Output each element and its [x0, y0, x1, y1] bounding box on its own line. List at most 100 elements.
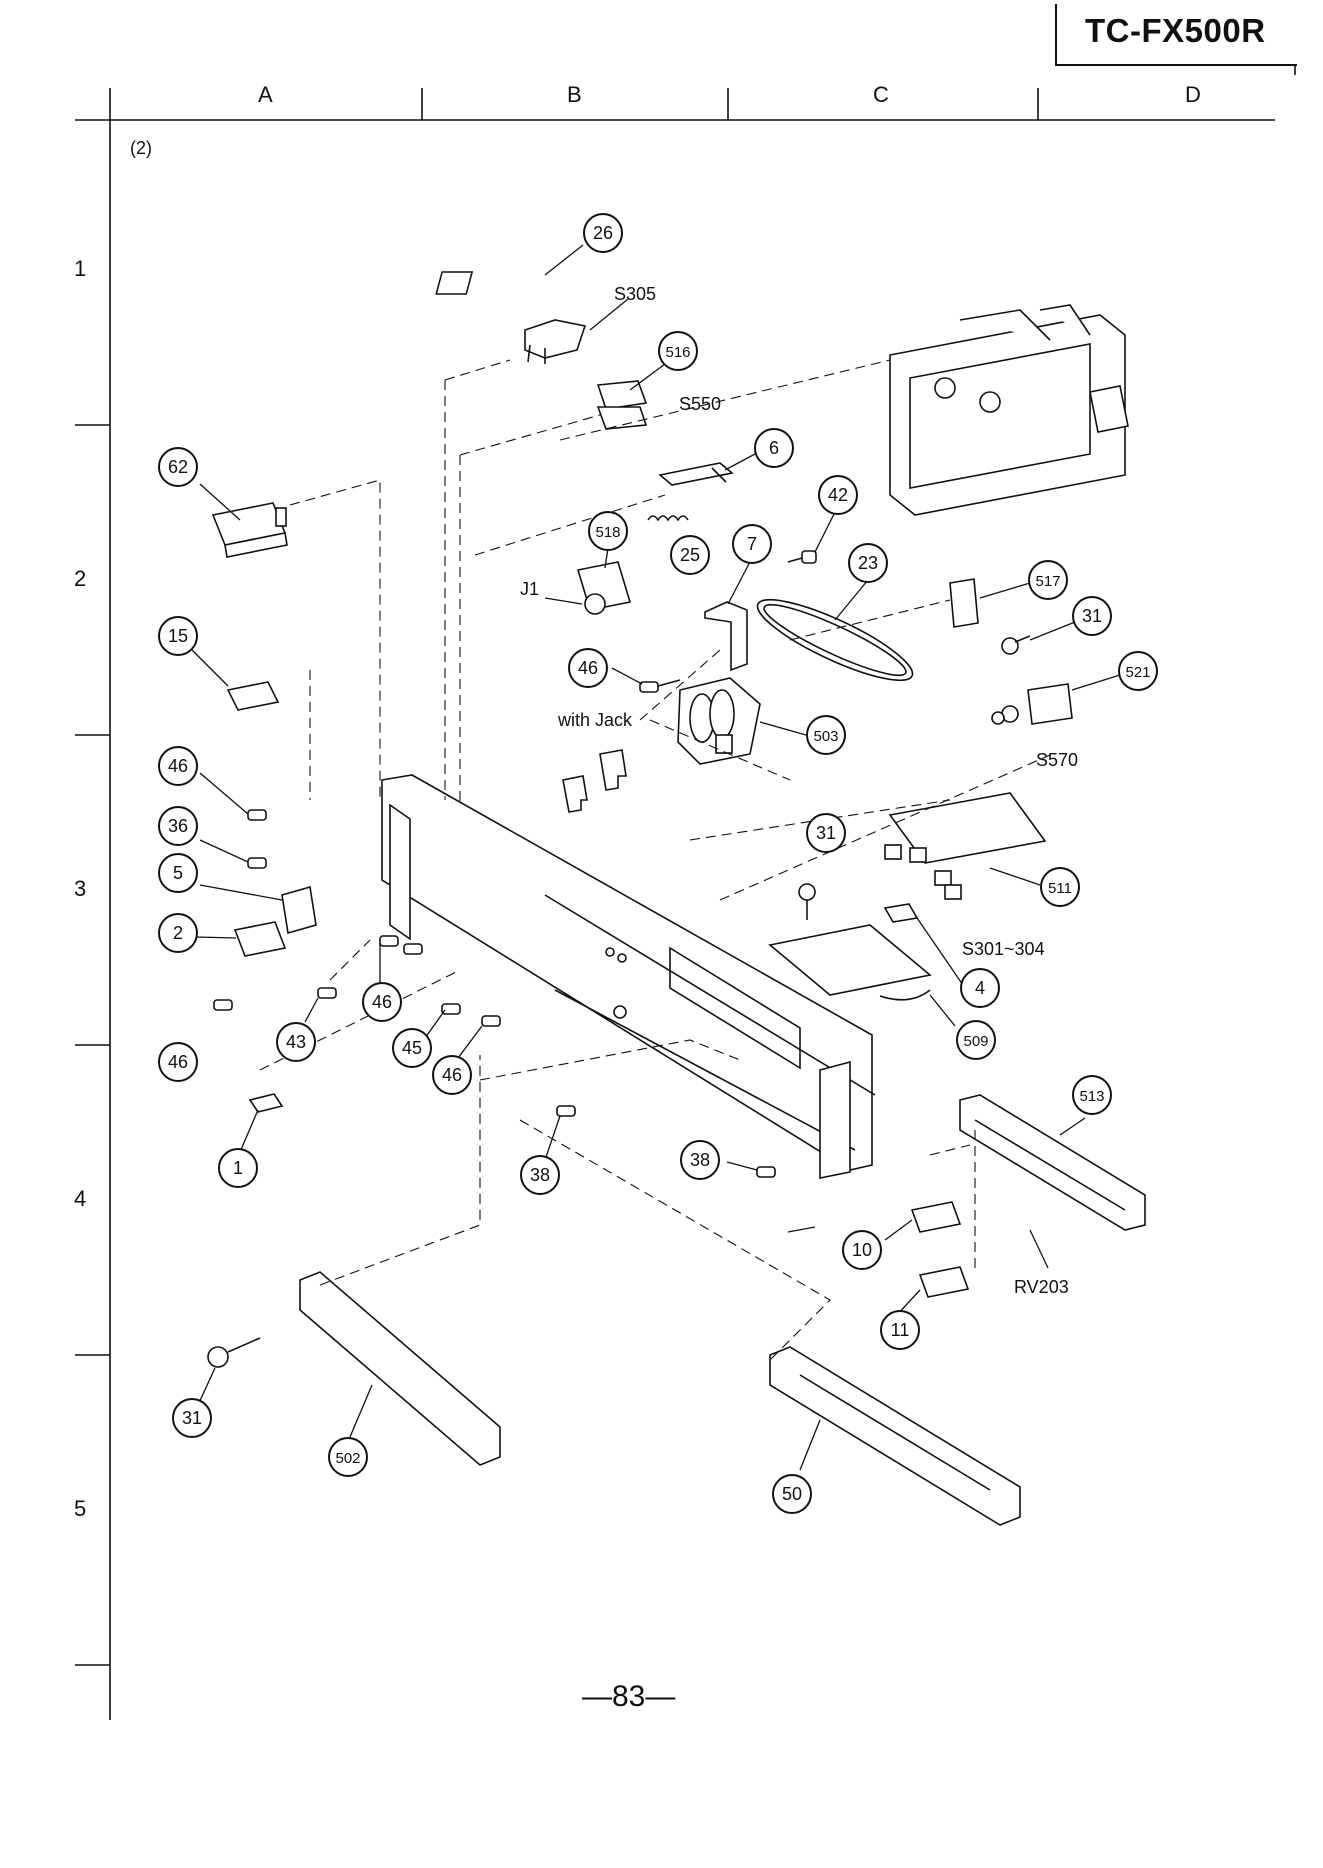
cassette-mechanism — [890, 305, 1128, 515]
lever-6 — [660, 463, 732, 485]
callout-number: 6 — [769, 438, 779, 458]
callout-c25: 25 — [671, 536, 709, 574]
callout-c46a: 46 — [159, 747, 197, 785]
knob-11 — [920, 1267, 968, 1297]
callout-number: 518 — [595, 524, 620, 541]
callout-c46b: 46 — [569, 649, 607, 687]
callout-number: 42 — [828, 485, 848, 505]
callout-number: 46 — [168, 756, 188, 776]
callout-number: 503 — [813, 728, 838, 745]
label-j1: J1 — [520, 579, 539, 599]
callout-number: 511 — [1048, 880, 1072, 897]
callout-number: 516 — [665, 344, 690, 361]
callout-number: 11 — [891, 1320, 910, 1340]
callout-c46d: 46 — [159, 1043, 197, 1081]
jack-j1 — [578, 562, 630, 614]
callout-number: 15 — [168, 626, 188, 646]
callout-c516: 516 — [659, 332, 697, 370]
callout-number: 4 — [975, 978, 985, 998]
front-chassis — [382, 775, 875, 1178]
switch-s550 — [598, 381, 646, 429]
screw-31-mid — [799, 884, 815, 920]
switch-s570 — [992, 684, 1072, 724]
label-s305: S305 — [614, 284, 656, 304]
bracket-7 — [705, 602, 747, 670]
callout-c11: 11 — [881, 1311, 919, 1349]
callout-c31b: 31 — [807, 814, 845, 852]
callout-number: 517 — [1035, 573, 1060, 590]
panel-502 — [300, 1272, 500, 1465]
callout-number: 38 — [530, 1165, 550, 1185]
callout-number: 50 — [782, 1484, 802, 1504]
callout-c509: 509 — [957, 1021, 995, 1059]
callout-number: 45 — [402, 1038, 422, 1058]
label-s570: S570 — [1036, 750, 1078, 770]
part-drawings — [208, 272, 1145, 1525]
callout-c503: 503 — [807, 716, 845, 754]
callout-c38a: 38 — [521, 1156, 559, 1194]
callout-c62: 62 — [159, 448, 197, 486]
pcb-509 — [770, 925, 930, 1000]
plate-517 — [950, 579, 978, 627]
callout-number: 521 — [1125, 664, 1150, 681]
label-s301: S301~304 — [962, 939, 1045, 959]
callout-number: 26 — [593, 223, 613, 243]
screw-42 — [788, 551, 816, 563]
callout-c511: 511 — [1041, 868, 1079, 906]
callout-c10: 10 — [843, 1231, 881, 1269]
label-s550: S550 — [679, 394, 721, 414]
callout-c4: 4 — [961, 969, 999, 1007]
callout-c517: 517 — [1029, 561, 1067, 599]
callout-number: 43 — [286, 1032, 306, 1052]
callout-c36: 36 — [159, 807, 197, 845]
switch-board-511 — [885, 793, 1045, 899]
switch-button-4 — [885, 904, 917, 922]
part-1 — [250, 1094, 282, 1112]
callout-c38b: 38 — [681, 1141, 719, 1179]
callout-number: 46 — [442, 1065, 462, 1085]
switch-s305 — [436, 272, 585, 364]
callout-number: 10 — [852, 1240, 872, 1260]
callout-c2: 2 — [159, 914, 197, 952]
callout-c46c: 46 — [363, 983, 401, 1021]
callout-number: 31 — [182, 1408, 202, 1428]
callout-c502: 502 — [329, 1438, 367, 1476]
callout-number: 2 — [173, 923, 183, 943]
callout-c31a: 31 — [1073, 597, 1111, 635]
callout-c513: 513 — [1073, 1076, 1111, 1114]
knob-62 — [213, 503, 287, 557]
label-rv203: RV203 — [1014, 1277, 1069, 1297]
callout-number: 513 — [1079, 1088, 1104, 1105]
button-2 — [235, 922, 285, 956]
callout-number: 38 — [690, 1150, 710, 1170]
callout-c43: 43 — [277, 1023, 315, 1061]
callout-number: 25 — [680, 545, 700, 565]
callout-number: 1 — [233, 1158, 243, 1178]
callout-c26: 26 — [584, 214, 622, 252]
callout-c23: 23 — [849, 544, 887, 582]
switch-15 — [228, 682, 278, 710]
callout-number: 46 — [168, 1052, 188, 1072]
callout-c42: 42 — [819, 476, 857, 514]
callout-c7: 7 — [733, 525, 771, 563]
callout-number: 31 — [816, 823, 836, 843]
callout-number: 7 — [747, 534, 757, 554]
callout-number: 31 — [1082, 606, 1102, 626]
screw-31-upper — [1002, 636, 1030, 654]
motor-503 — [678, 678, 760, 764]
label-withjack: with Jack — [557, 710, 633, 730]
callout-c5: 5 — [159, 854, 197, 892]
callout-number: 62 — [168, 457, 188, 477]
spring-25 — [648, 516, 688, 520]
callout-number: 5 — [173, 863, 183, 883]
callout-c50: 50 — [773, 1475, 811, 1513]
grid-frame — [75, 66, 1295, 1720]
callout-c15: 15 — [159, 617, 197, 655]
callout-c31c: 31 — [173, 1399, 211, 1437]
callout-number: 509 — [963, 1033, 988, 1050]
slide-volume-rv203 — [960, 1095, 1145, 1230]
callout-c6: 6 — [755, 429, 793, 467]
callout-number: 23 — [858, 553, 878, 573]
